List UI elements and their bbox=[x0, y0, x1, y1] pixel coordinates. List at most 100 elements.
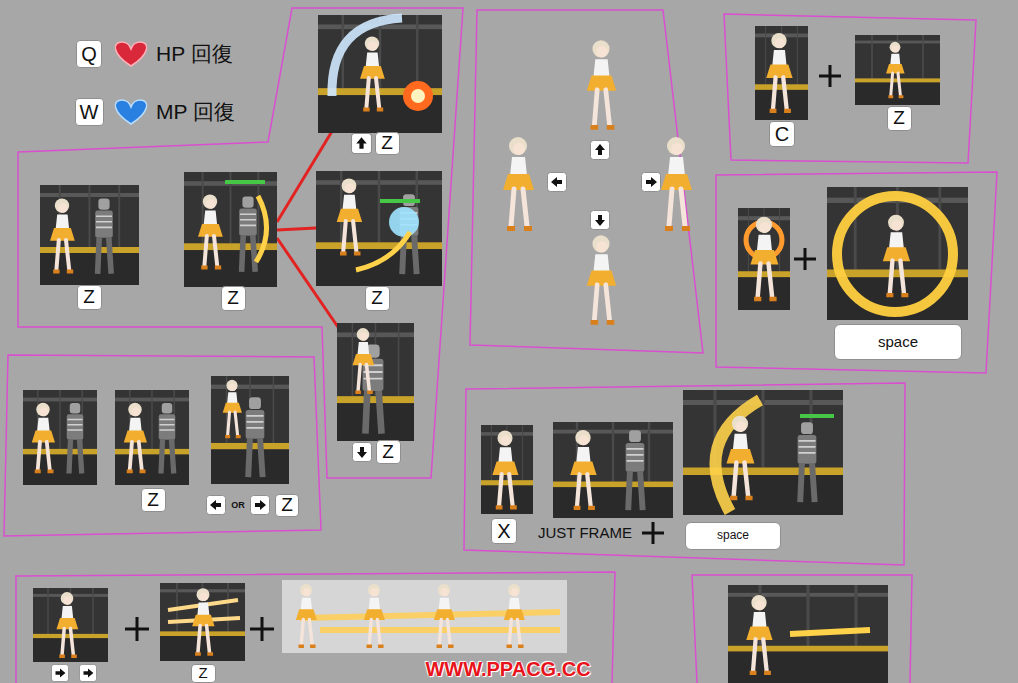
plus-sign bbox=[794, 248, 816, 270]
right-key bbox=[251, 496, 270, 515]
right-key bbox=[51, 664, 68, 681]
up-key bbox=[591, 141, 610, 160]
panel-outlines bbox=[4, 8, 997, 683]
panel-outline bbox=[724, 14, 976, 163]
enemy-robot bbox=[159, 403, 176, 474]
screenshot bbox=[553, 422, 673, 518]
down-key bbox=[353, 443, 372, 462]
right-key bbox=[642, 173, 661, 192]
plus-signs bbox=[125, 65, 841, 641]
key-cap: Z bbox=[141, 488, 166, 512]
key-cap: Z bbox=[887, 106, 912, 131]
mp-heart bbox=[115, 100, 146, 124]
key-cap: Z bbox=[77, 285, 102, 310]
key-label: Z bbox=[382, 442, 394, 463]
panel-outline bbox=[4, 355, 321, 536]
projectile bbox=[790, 630, 870, 634]
key-label: space bbox=[878, 334, 918, 351]
fighter bbox=[364, 584, 385, 648]
right-key bbox=[79, 664, 96, 681]
screenshot bbox=[755, 26, 808, 120]
key-label: W bbox=[80, 101, 99, 123]
screenshot bbox=[184, 172, 277, 287]
screenshot bbox=[855, 35, 940, 105]
fighter bbox=[886, 42, 905, 98]
screenshot bbox=[40, 185, 139, 285]
screenshot bbox=[738, 208, 790, 310]
plus-sign bbox=[642, 522, 664, 544]
kick-effect bbox=[356, 232, 410, 270]
screenshot bbox=[316, 171, 442, 286]
hit-spark bbox=[403, 81, 433, 111]
right-key bbox=[251, 496, 270, 515]
key-cap: Z bbox=[221, 286, 246, 311]
screenshot bbox=[481, 425, 533, 514]
screenshot bbox=[827, 187, 968, 320]
key-label: Z bbox=[83, 287, 95, 308]
screenshot bbox=[683, 390, 843, 515]
hit-spark bbox=[411, 89, 425, 103]
panel-outline bbox=[716, 172, 997, 373]
fighter bbox=[192, 588, 214, 656]
fighter bbox=[50, 198, 75, 273]
screenshot bbox=[337, 323, 414, 441]
screenshots bbox=[23, 15, 968, 683]
key-label: Z bbox=[371, 288, 383, 309]
arrow-keys bbox=[51, 134, 660, 682]
right-key bbox=[51, 664, 68, 681]
crescent-effect bbox=[715, 400, 760, 512]
enemy-robot bbox=[626, 430, 645, 510]
key-cap: Z bbox=[375, 132, 400, 155]
plus-sign bbox=[125, 617, 149, 641]
key-cap: X bbox=[491, 518, 517, 544]
down-key bbox=[591, 211, 610, 230]
left-key bbox=[548, 173, 567, 192]
heart-icons bbox=[115, 42, 146, 124]
fighter bbox=[587, 235, 616, 324]
kick-effect bbox=[256, 196, 267, 262]
health-bar bbox=[225, 180, 265, 184]
fighter bbox=[746, 595, 772, 675]
right-key bbox=[642, 173, 661, 192]
screenshot bbox=[728, 585, 888, 683]
key-label: C bbox=[775, 123, 789, 145]
panel-outline bbox=[470, 10, 703, 353]
fighter bbox=[751, 217, 779, 302]
fighter bbox=[727, 416, 755, 501]
screenshot bbox=[115, 390, 189, 485]
key-label: Z bbox=[381, 133, 393, 154]
panel-outline bbox=[692, 575, 912, 683]
down-key bbox=[591, 211, 610, 230]
fighter bbox=[360, 36, 385, 111]
fighter bbox=[492, 431, 518, 510]
or-label: OR bbox=[231, 500, 245, 510]
up-key bbox=[352, 134, 372, 154]
health-bar bbox=[380, 199, 420, 203]
key-label: Z bbox=[147, 490, 159, 511]
fighter bbox=[503, 137, 534, 231]
key-cap: W bbox=[75, 98, 104, 126]
branch-line bbox=[277, 228, 316, 230]
left-key bbox=[548, 173, 567, 192]
plus-sign bbox=[819, 65, 841, 87]
key-cap: Z bbox=[275, 494, 299, 517]
space-key: space bbox=[834, 324, 962, 360]
key-cap: Q bbox=[76, 40, 102, 68]
right-key bbox=[79, 664, 96, 681]
health-bar bbox=[800, 414, 834, 418]
left-key bbox=[207, 496, 226, 515]
key-label: Q bbox=[81, 43, 97, 65]
space-key: space bbox=[685, 522, 781, 550]
key-label: Z bbox=[893, 108, 905, 129]
key-label: space bbox=[717, 529, 749, 542]
left-key bbox=[207, 496, 226, 515]
fighter bbox=[883, 215, 910, 298]
fighter bbox=[57, 592, 79, 658]
timing-note: JUST FRAME bbox=[538, 524, 632, 541]
fighter bbox=[504, 584, 525, 648]
enemy-robot bbox=[95, 199, 113, 274]
key-function: HP 回復 bbox=[156, 42, 233, 66]
key-label: X bbox=[497, 520, 510, 542]
key-label: Z bbox=[227, 288, 239, 309]
